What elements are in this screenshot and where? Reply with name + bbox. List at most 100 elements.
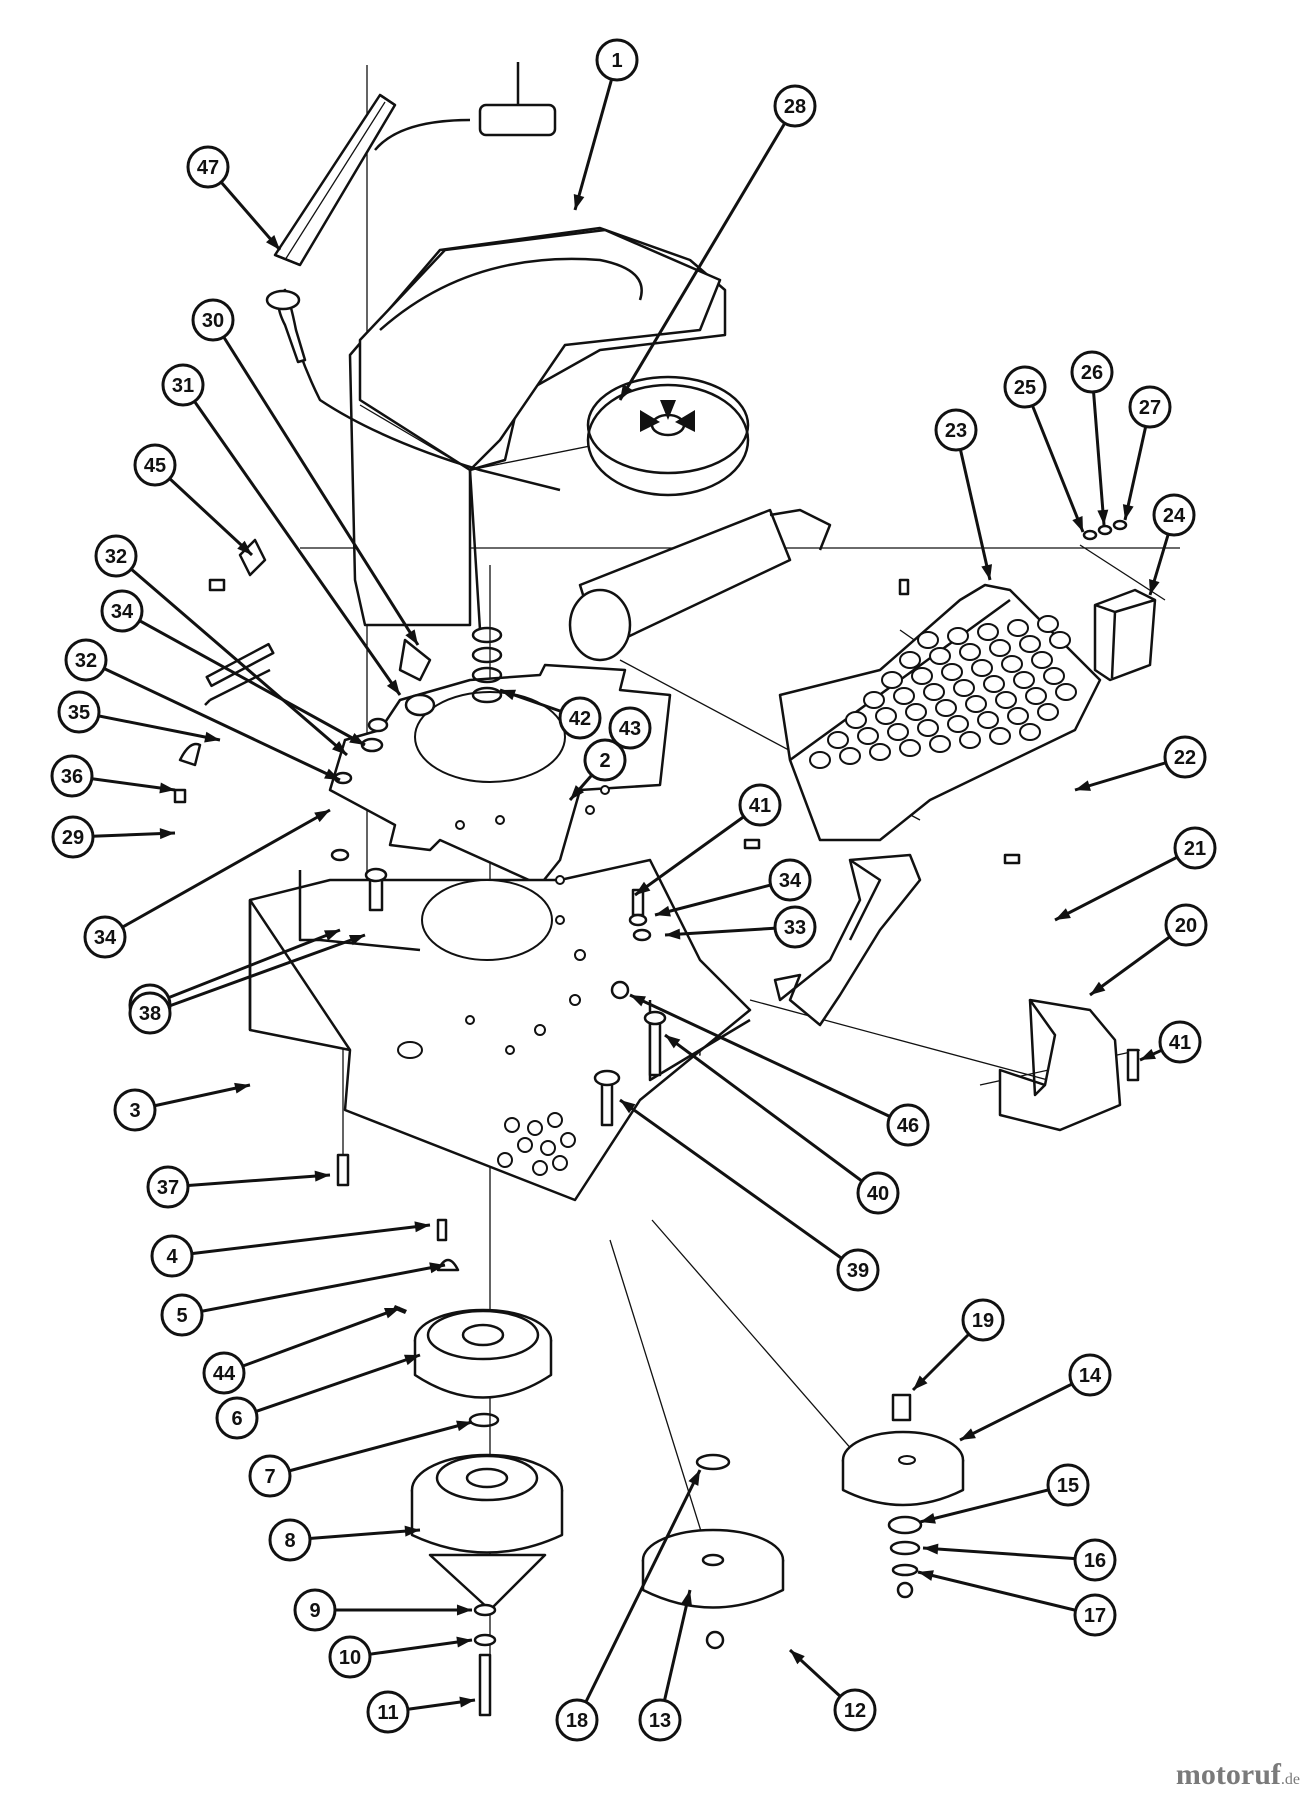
- callout-number: 7: [264, 1466, 275, 1488]
- callout-21: 21: [1173, 826, 1217, 870]
- callout-circle: [146, 1165, 190, 1209]
- leader-line-40: [664, 1033, 879, 1195]
- leader-arrowhead-27: [1122, 504, 1134, 520]
- callout-number: 33: [784, 917, 806, 939]
- leader-arrowhead-13: [681, 1590, 692, 1606]
- shield-hole: [947, 715, 969, 733]
- callout-30: 30: [191, 298, 235, 342]
- callout-circle: [1046, 1463, 1090, 1507]
- leader-line-7: [269, 1420, 473, 1478]
- callout-42: 42: [558, 696, 602, 740]
- shield-hole: [929, 647, 951, 665]
- callout-37: 37: [146, 1165, 190, 1209]
- callout-number: 40: [867, 1183, 889, 1205]
- callout-3: 3: [113, 1088, 157, 1132]
- leader-arrowhead-39: [620, 1100, 636, 1114]
- shield-hole: [827, 731, 849, 749]
- leader-line-34: [104, 808, 331, 939]
- callout-number: 28: [784, 96, 806, 118]
- callout-circle: [1068, 1353, 1112, 1397]
- shield-hole: [989, 639, 1011, 657]
- callout-1: 1: [595, 38, 639, 82]
- shield-hole: [857, 727, 879, 745]
- callout-23: 23: [934, 408, 978, 452]
- leader-arrowhead-47: [266, 235, 280, 250]
- callout-circle: [83, 915, 127, 959]
- callout-16: 16: [1073, 1538, 1117, 1582]
- callout-circle: [961, 1298, 1005, 1342]
- callout-14: 14: [1068, 1353, 1112, 1397]
- callout-number: 4: [166, 1246, 178, 1268]
- leader-line-1: [573, 59, 619, 211]
- callout-number: 14: [1079, 1365, 1102, 1387]
- callout-circle: [191, 298, 235, 342]
- callout-number: 35: [68, 702, 90, 724]
- leader-line-32: [85, 658, 341, 782]
- leader-line-33: [664, 925, 796, 937]
- watermark-domain: .de: [1280, 1771, 1300, 1788]
- shield-hole: [899, 739, 921, 757]
- leader-line-15: [919, 1483, 1069, 1524]
- leader-arrowhead-3: [234, 1082, 250, 1094]
- callout-circle: [64, 638, 108, 682]
- callout-number: 2: [599, 750, 610, 772]
- leader-arrowhead-38: [349, 934, 365, 946]
- leader-arrowhead-33: [324, 930, 340, 941]
- leader-line-25: [1023, 386, 1085, 533]
- callout-circle: [268, 1518, 312, 1562]
- callout-35: 35: [57, 690, 101, 734]
- callout-22: 22: [1163, 735, 1207, 779]
- callout-circle: [555, 1698, 599, 1742]
- leader-line-38: [149, 933, 366, 1015]
- leader-arrowhead-24: [1149, 579, 1160, 595]
- callout-4: 4: [150, 1234, 194, 1278]
- callout-20: 20: [1164, 903, 1208, 947]
- leader-arrowhead-26: [1097, 509, 1109, 525]
- callout-17: 17: [1073, 1593, 1117, 1637]
- callout-number: 19: [972, 1310, 994, 1332]
- callout-36: 36: [50, 754, 94, 798]
- callout-number: 42: [569, 708, 591, 730]
- shield-hole: [959, 731, 981, 749]
- callout-circle: [1173, 826, 1217, 870]
- shield-hole: [923, 683, 945, 701]
- callout-13: 13: [638, 1698, 682, 1742]
- shield-hole: [977, 711, 999, 729]
- callout-circle: [1003, 365, 1047, 409]
- shield-hole: [1049, 631, 1071, 649]
- leader-line-30: [211, 319, 420, 646]
- callout-44: 44: [202, 1351, 246, 1395]
- shield-hole: [989, 727, 1011, 745]
- leader-arrowhead-20: [1090, 981, 1106, 995]
- callout-number: 44: [213, 1363, 236, 1385]
- callout-8: 8: [268, 1518, 312, 1562]
- callout-41: 41: [738, 783, 782, 827]
- callout-41: 41: [1158, 1020, 1202, 1064]
- callout-9: 9: [293, 1588, 337, 1632]
- callout-circle: [583, 738, 627, 782]
- callout-29: 29: [51, 815, 95, 859]
- callout-45: 45: [133, 443, 177, 487]
- leader-arrowhead-11: [459, 1696, 475, 1708]
- shield-hole: [863, 691, 885, 709]
- callout-11: 11: [366, 1690, 410, 1734]
- shield-hole: [845, 711, 867, 729]
- callout-number: 47: [197, 157, 219, 179]
- callout-circle: [202, 1351, 246, 1395]
- callout-28: 28: [773, 84, 817, 128]
- callout-circle: [186, 145, 230, 189]
- callout-circle: [1070, 350, 1114, 394]
- callout-number: 30: [202, 310, 224, 332]
- shield-hole: [1031, 651, 1053, 669]
- shield-hole: [1007, 619, 1029, 637]
- callout-circle: [366, 1690, 410, 1734]
- callout-33: 33: [773, 905, 817, 949]
- callout-circle: [128, 991, 172, 1035]
- callout-number: 12: [844, 1700, 866, 1722]
- leader-line-18: [575, 1469, 702, 1721]
- leader-arrowhead-15: [920, 1513, 936, 1524]
- leader-arrowhead-9: [456, 1604, 472, 1616]
- callout-circle: [1152, 493, 1196, 537]
- cover-20: [998, 998, 1122, 1132]
- engine: [265, 62, 832, 662]
